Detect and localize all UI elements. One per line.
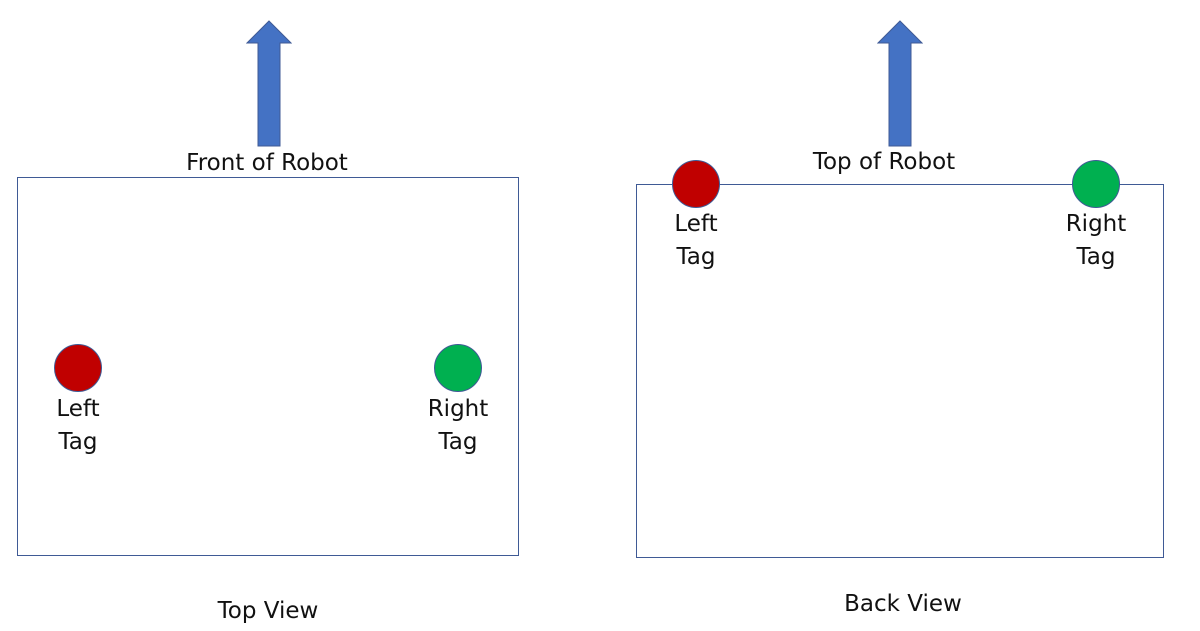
top-view-left-tag-line1: Left xyxy=(56,396,100,422)
top-view-right-tag-line2: Tag xyxy=(438,429,478,455)
top-arrow-icon xyxy=(877,20,923,147)
top-view-right-tag-label: Right Tag xyxy=(413,393,503,459)
top-view-caption: Top View xyxy=(217,598,319,624)
back-view-right-tag-line1: Right xyxy=(1065,211,1127,237)
back-view-left-tag-line1: Left xyxy=(674,211,718,237)
back-view-robot-box xyxy=(636,184,1164,558)
back-view-right-tag-dot xyxy=(1072,160,1120,208)
back-view-left-tag-line2: Tag xyxy=(676,244,716,270)
front-arrow-icon xyxy=(246,20,292,147)
top-view-left-tag-line2: Tag xyxy=(58,429,98,455)
back-view-right-tag-label: Right Tag xyxy=(1051,208,1141,274)
top-view-right-tag-dot xyxy=(434,344,482,392)
back-view-caption: Back View xyxy=(844,591,962,617)
back-view-left-tag-dot xyxy=(672,160,720,208)
top-view-left-tag-label: Left Tag xyxy=(33,393,123,459)
top-view-right-tag-line1: Right xyxy=(427,396,489,422)
top-of-robot-label: Top of Robot xyxy=(812,149,956,175)
back-view-left-tag-label: Left Tag xyxy=(651,208,741,274)
front-of-robot-label: Front of Robot xyxy=(186,150,348,176)
top-view-left-tag-dot xyxy=(54,344,102,392)
back-view-right-tag-line2: Tag xyxy=(1076,244,1116,270)
